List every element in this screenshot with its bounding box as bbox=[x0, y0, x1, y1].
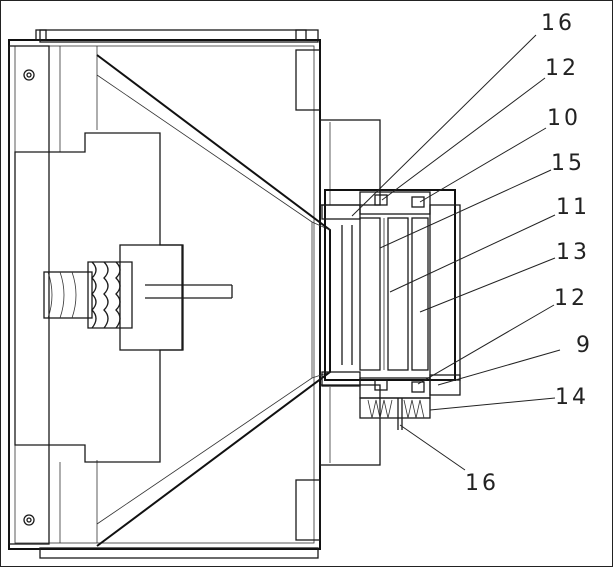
threaded-nozzle bbox=[43, 261, 133, 329]
right-flange bbox=[295, 49, 381, 541]
leader-lines bbox=[351, 34, 561, 471]
inner-block bbox=[14, 132, 233, 463]
label-16-bottom: 16 bbox=[465, 471, 499, 496]
label-9: 9 bbox=[576, 333, 593, 358]
label-12-top: 12 bbox=[545, 56, 579, 81]
rotor-assembly bbox=[321, 189, 461, 430]
label-15: 15 bbox=[551, 151, 585, 176]
label-13: 13 bbox=[556, 240, 590, 265]
label-11: 11 bbox=[556, 195, 590, 220]
cone-funnel bbox=[96, 54, 331, 547]
label-16-top: 16 bbox=[541, 11, 575, 36]
label-14: 14 bbox=[555, 385, 589, 410]
label-10: 10 bbox=[547, 106, 581, 131]
housing bbox=[8, 29, 321, 559]
label-12-bottom: 12 bbox=[554, 286, 588, 311]
part-labels: 16 12 10 15 11 13 12 9 14 16 bbox=[465, 11, 593, 496]
